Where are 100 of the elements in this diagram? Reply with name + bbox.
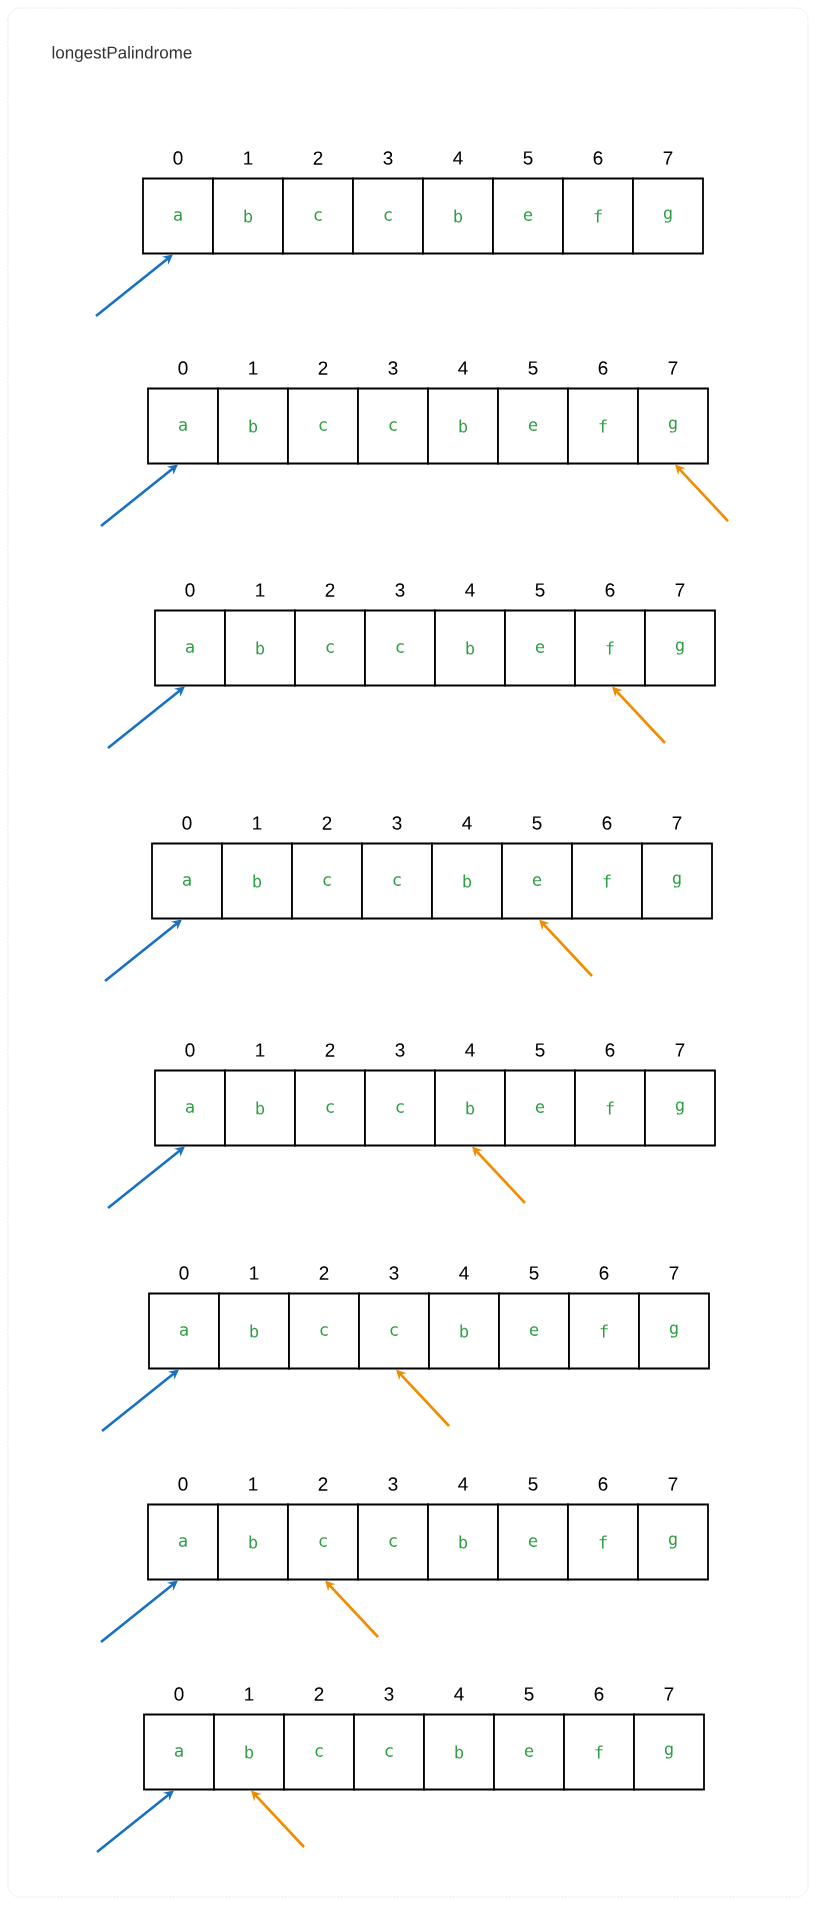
title: longestPalindrome <box>52 46 192 62</box>
array-cell: b <box>224 609 296 687</box>
index-number: 2 <box>313 151 323 165</box>
array-cell: g <box>644 609 716 687</box>
index-number: 3 <box>384 1687 394 1701</box>
arrow <box>100 464 178 528</box>
array-cell: b <box>428 1292 500 1370</box>
array-cell: f <box>571 842 643 920</box>
arrow <box>539 919 593 977</box>
index-number: 2 <box>322 816 332 830</box>
index-number: 0 <box>185 1043 195 1057</box>
index-number: 0 <box>178 1477 188 1491</box>
index-number: 0 <box>173 151 183 165</box>
array-cell: b <box>212 177 284 255</box>
index-number: 3 <box>389 1266 399 1280</box>
array-cell: b <box>422 177 494 255</box>
array-cell: f <box>567 1503 639 1581</box>
array-cell: f <box>568 1292 640 1370</box>
array-cell: a <box>147 1503 219 1581</box>
index-number: 6 <box>598 1477 608 1491</box>
index-number: 7 <box>668 1477 678 1491</box>
array-cell: c <box>282 177 354 255</box>
index-number: 1 <box>244 151 253 165</box>
index-number: 0 <box>174 1687 184 1701</box>
array-cell: c <box>287 1503 359 1581</box>
array-cell: c <box>357 1503 429 1581</box>
array-cell: a <box>154 1069 226 1147</box>
index-number: 6 <box>593 151 603 165</box>
array-cell: e <box>492 177 564 255</box>
array-cell: g <box>632 177 704 255</box>
index-number: 0 <box>182 816 192 830</box>
array-cell: f <box>574 609 646 687</box>
index-number: 4 <box>459 1266 469 1280</box>
index-number: 5 <box>529 1266 539 1280</box>
index-number: 3 <box>383 151 393 165</box>
index-number: 4 <box>462 816 472 830</box>
index-number: 1 <box>250 1266 259 1280</box>
array-cell: b <box>431 842 503 920</box>
index-number: 7 <box>663 151 673 165</box>
array-cell: c <box>364 1069 436 1147</box>
array-cell: c <box>294 1069 366 1147</box>
arrow <box>107 1146 185 1210</box>
array-cell: f <box>562 177 634 255</box>
array-cell: g <box>637 387 709 465</box>
array-cell: c <box>358 1292 430 1370</box>
arrow <box>325 1580 379 1638</box>
index-number: 4 <box>465 1043 475 1057</box>
index-number: 5 <box>532 816 542 830</box>
array-cell: e <box>493 1713 565 1791</box>
array-cell: b <box>213 1713 285 1791</box>
index-number: 5 <box>524 1687 534 1701</box>
index-number: 1 <box>253 816 262 830</box>
array-cell: e <box>501 842 573 920</box>
index-number: 2 <box>319 1266 329 1280</box>
index-number: 2 <box>325 1043 335 1057</box>
index-number: 2 <box>314 1687 324 1701</box>
arrow <box>396 1369 450 1427</box>
array-cell: c <box>361 842 433 920</box>
array-cell: e <box>504 1069 576 1147</box>
array-cell: c <box>352 177 424 255</box>
index-number: 6 <box>605 583 615 597</box>
array-cell: a <box>143 1713 215 1791</box>
index-number: 2 <box>318 361 328 375</box>
index-number: 2 <box>318 1477 328 1491</box>
arrow <box>107 686 185 750</box>
index-number: 5 <box>535 1043 545 1057</box>
array-cell: b <box>217 1503 289 1581</box>
array-cell: c <box>287 387 359 465</box>
index-number: 4 <box>454 1687 464 1701</box>
array-cell: c <box>291 842 363 920</box>
index-number: 5 <box>523 151 533 165</box>
index-number: 3 <box>388 1477 398 1491</box>
index-number: 0 <box>179 1266 189 1280</box>
index-number: 3 <box>395 1043 405 1057</box>
index-number: 5 <box>535 583 545 597</box>
array-cell: g <box>633 1713 705 1791</box>
array-cell: b <box>427 1503 499 1581</box>
index-number: 4 <box>453 151 463 165</box>
arrow <box>251 1790 305 1848</box>
index-number: 2 <box>325 583 335 597</box>
arrow <box>100 1580 178 1644</box>
array-cell: a <box>147 387 219 465</box>
array-cell: a <box>142 177 214 255</box>
array-cell: f <box>567 387 639 465</box>
index-number: 6 <box>594 1687 604 1701</box>
array-cell: c <box>288 1292 360 1370</box>
array-cell: c <box>353 1713 425 1791</box>
array-cell: b <box>434 1069 506 1147</box>
index-number: 1 <box>249 1477 258 1491</box>
index-number: 7 <box>669 1266 679 1280</box>
index-number: 7 <box>672 816 682 830</box>
array-cell: a <box>151 842 223 920</box>
index-number: 7 <box>664 1687 674 1701</box>
array-cell: e <box>498 1292 570 1370</box>
index-number: 3 <box>392 816 402 830</box>
index-number: 1 <box>256 1043 265 1057</box>
array-cell: c <box>294 609 366 687</box>
arrow <box>96 1790 174 1854</box>
index-number: 4 <box>458 361 468 375</box>
arrow <box>104 919 182 983</box>
